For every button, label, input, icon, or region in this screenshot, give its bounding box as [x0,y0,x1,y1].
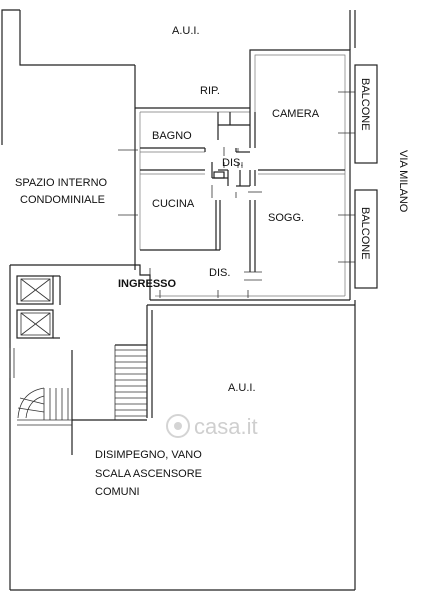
label-balcone-top: BALCONE [359,78,371,131]
label-disimpegno-line1: DISIMPEGNO, VANO [95,449,202,461]
label-aui-bottom: A.U.I. [228,382,256,394]
apartment-walls [134,49,351,301]
balcony-top [354,64,378,164]
label-rip: RIP. [200,85,220,97]
elevator-shaft-2 [16,309,54,339]
label-via-milano: VIA MILANO [397,150,409,213]
label-disimpegno-line3: COMUNI [95,486,140,498]
tick-marks [118,91,355,298]
label-aui-top: A.U.I. [172,25,200,37]
label-bagno: BAGNO [152,130,192,142]
label-cucina: CUCINA [152,198,195,210]
staircase [17,344,147,455]
label-disimpegno-line2: SCALA ASCENSORE [95,468,202,480]
label-dis-lower: DIS. [209,267,230,279]
outer-walls [1,9,356,145]
label-camera: CAMERA [272,108,320,120]
label-sogg: SOGG. [268,212,304,224]
watermark: casa.it [166,414,258,439]
label-dis-upper: DIS. [222,157,243,169]
watermark-text: casa.it [194,414,258,439]
balcony-bottom [354,189,378,289]
elevator-shaft-1 [16,275,54,305]
label-spazio-line2: CONDOMINIALE [20,194,105,206]
interior-walls [140,112,345,281]
label-balcone-bottom: BALCONE [359,207,371,260]
label-ingresso: INGRESSO [118,278,177,290]
common-area-walls [9,264,356,591]
label-spazio-line1: SPAZIO INTERNO [15,177,108,189]
